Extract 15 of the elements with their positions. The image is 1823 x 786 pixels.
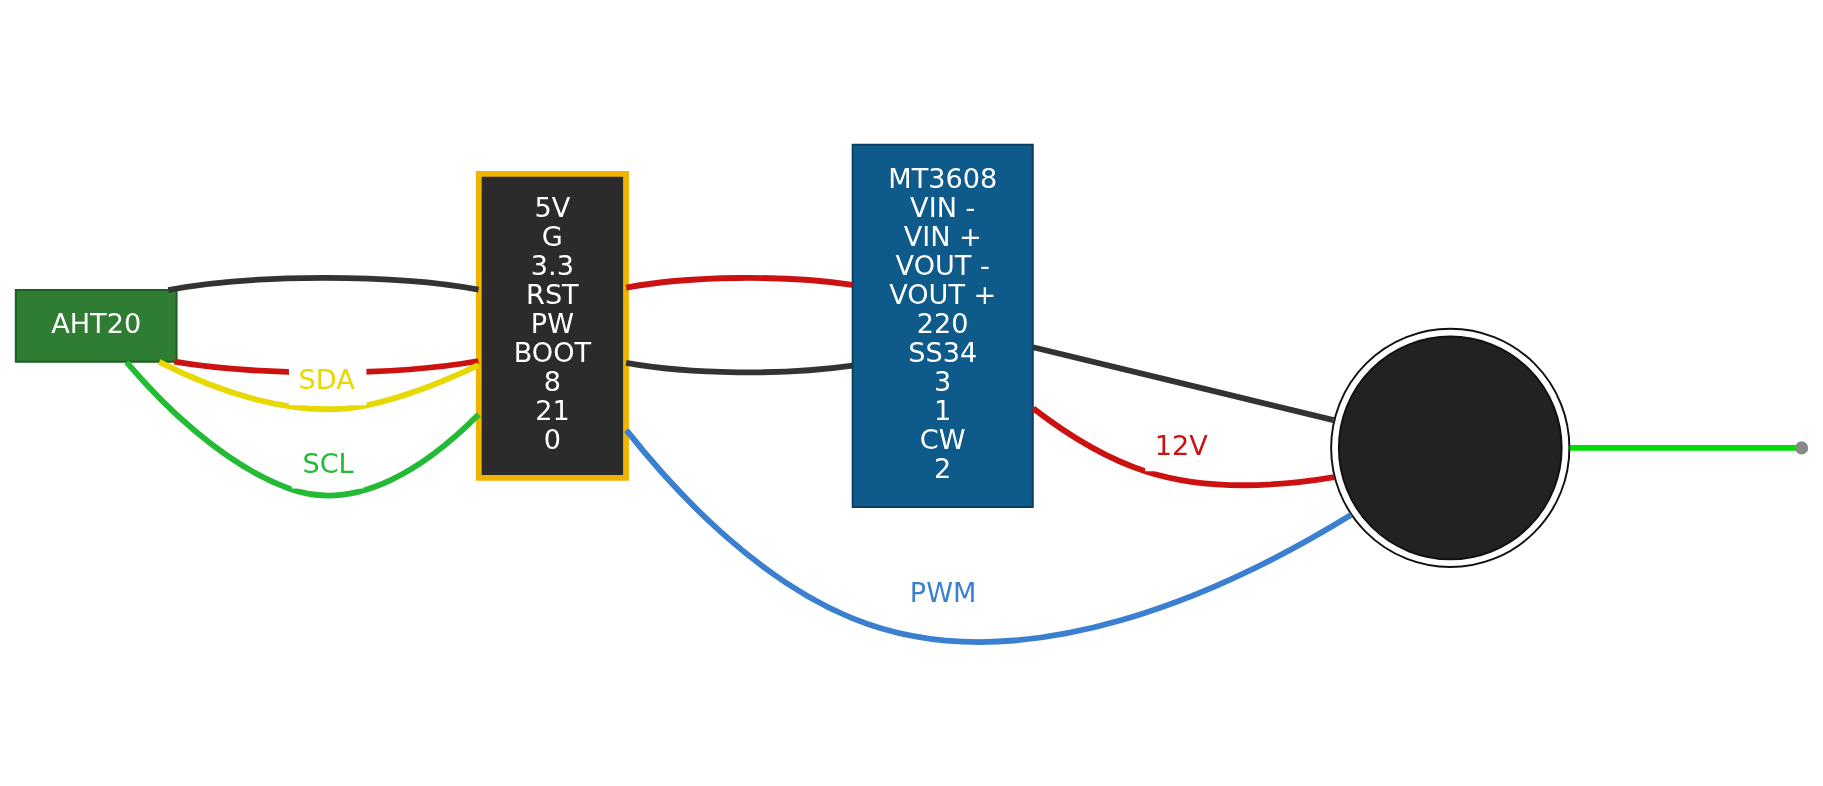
connector: [625, 359, 853, 375]
node-box: MT3608 VIN - VIN + VOUT - VOUT + 220 SS34 3 1 CW 2: [851, 143, 1034, 508]
connector: [167, 274, 480, 293]
node-picture: [1330, 327, 1571, 568]
edge-label: SDA: [298, 363, 355, 395]
edge-label: 12V: [1154, 429, 1208, 461]
node-box: AHT20: [14, 288, 178, 363]
node-box: 5V G 3.3 RST PW BOOT 8 21 0: [475, 170, 629, 481]
connector: [625, 274, 853, 290]
connector: [1032, 343, 1335, 423]
edge-label: SCL: [302, 447, 354, 479]
edge-label: PWM: [909, 576, 977, 608]
connector: [1569, 444, 1796, 451]
connector: [1031, 405, 1335, 488]
connector: [624, 427, 1353, 645]
